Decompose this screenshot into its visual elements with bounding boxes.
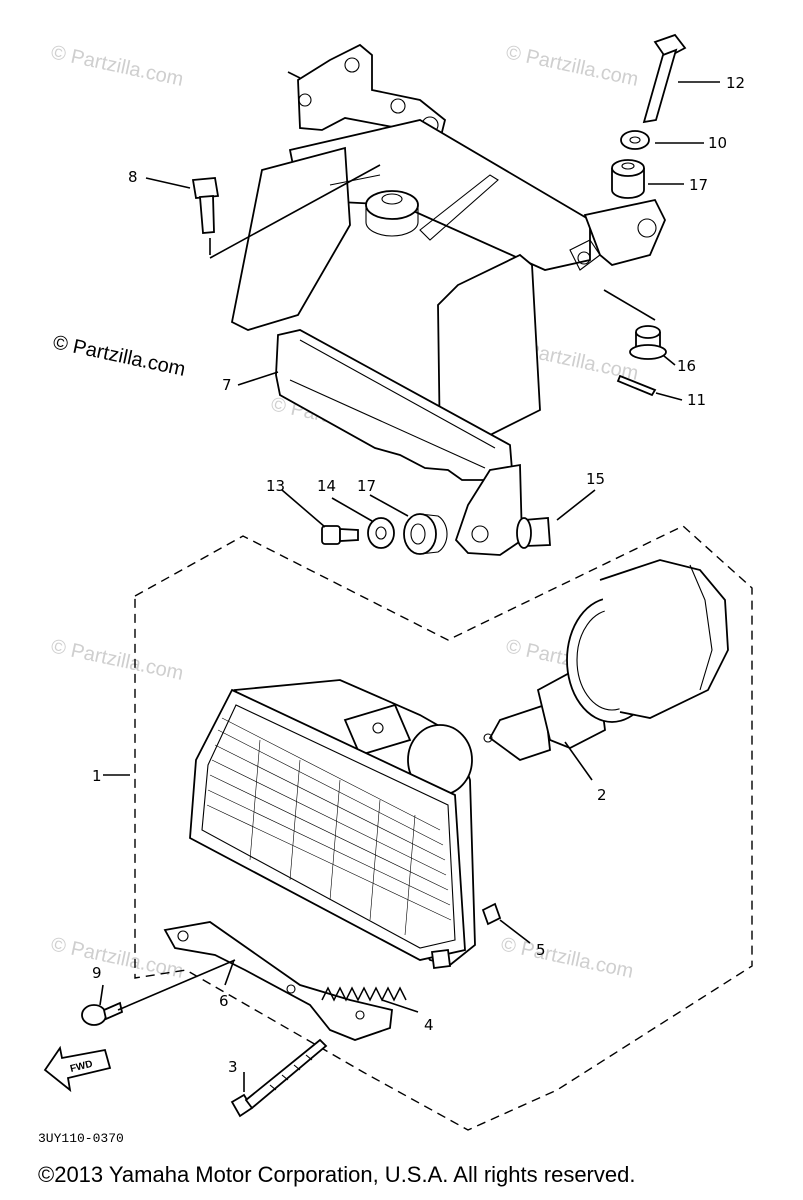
callout-6: 6 (219, 992, 229, 1010)
callout-17-lower: 17 (357, 477, 376, 495)
callout-17-upper: 17 (689, 176, 708, 194)
grommet-17-upper (611, 159, 645, 199)
bolt-13 (321, 525, 359, 545)
fwd-label: FWD (69, 1059, 94, 1075)
callout-12: 12 (726, 74, 745, 92)
callout-8: 8 (128, 168, 138, 186)
callout-3: 3 (228, 1058, 238, 1076)
pin-11 (616, 374, 657, 397)
watermark: © Partzilla.com (49, 41, 185, 91)
grommet-17-lower (403, 513, 448, 555)
spring-4 (321, 986, 407, 1002)
callout-9: 9 (92, 964, 102, 982)
collar-16 (629, 325, 667, 360)
bolt-9 (81, 1001, 124, 1026)
screw-3 (230, 1038, 328, 1118)
callout-7: 7 (222, 376, 232, 394)
callout-labels: 12 10 17 8 16 11 7 13 14 17 15 1 2 5 4 6… (92, 74, 745, 1076)
callout-16: 16 (677, 357, 696, 375)
watermark: © Partzilla.com (49, 635, 185, 685)
copyright-notice: ©2013 Yamaha Motor Corporation, U.S.A. A… (38, 1162, 635, 1187)
diagram-code: 3UY110-0370 (38, 1131, 124, 1146)
collar-15 (516, 517, 551, 549)
callout-13: 13 (266, 477, 285, 495)
leader-lines (99, 81, 720, 1092)
callout-11: 11 (687, 391, 706, 409)
watermark: © Partzilla.com (49, 933, 185, 983)
callout-5: 5 (536, 941, 546, 959)
callout-4: 4 (424, 1016, 434, 1034)
headlight-assembly-outline (134, 525, 753, 1131)
watermark: © Partzilla.com (499, 933, 635, 983)
watermark: © Partzilla.com (504, 41, 640, 91)
headlight-bracket (230, 43, 666, 556)
callout-14: 14 (317, 477, 336, 495)
bolt-12 (642, 33, 687, 124)
bolt-8 (191, 177, 220, 234)
callout-15: 15 (586, 470, 605, 488)
washer-14 (367, 517, 395, 549)
fwd-arrow-icon: FWD (43, 1045, 112, 1093)
lower-bracket-6 (163, 921, 393, 1041)
headlight-unit (189, 679, 476, 970)
callout-1: 1 (92, 767, 102, 785)
nut-5 (481, 902, 502, 926)
callout-2: 2 (597, 786, 607, 804)
callout-10: 10 (708, 134, 727, 152)
watermark-main: © Partzilla.com (51, 331, 187, 381)
bulb-socket-cover (566, 559, 729, 723)
washer-10 (620, 130, 650, 150)
